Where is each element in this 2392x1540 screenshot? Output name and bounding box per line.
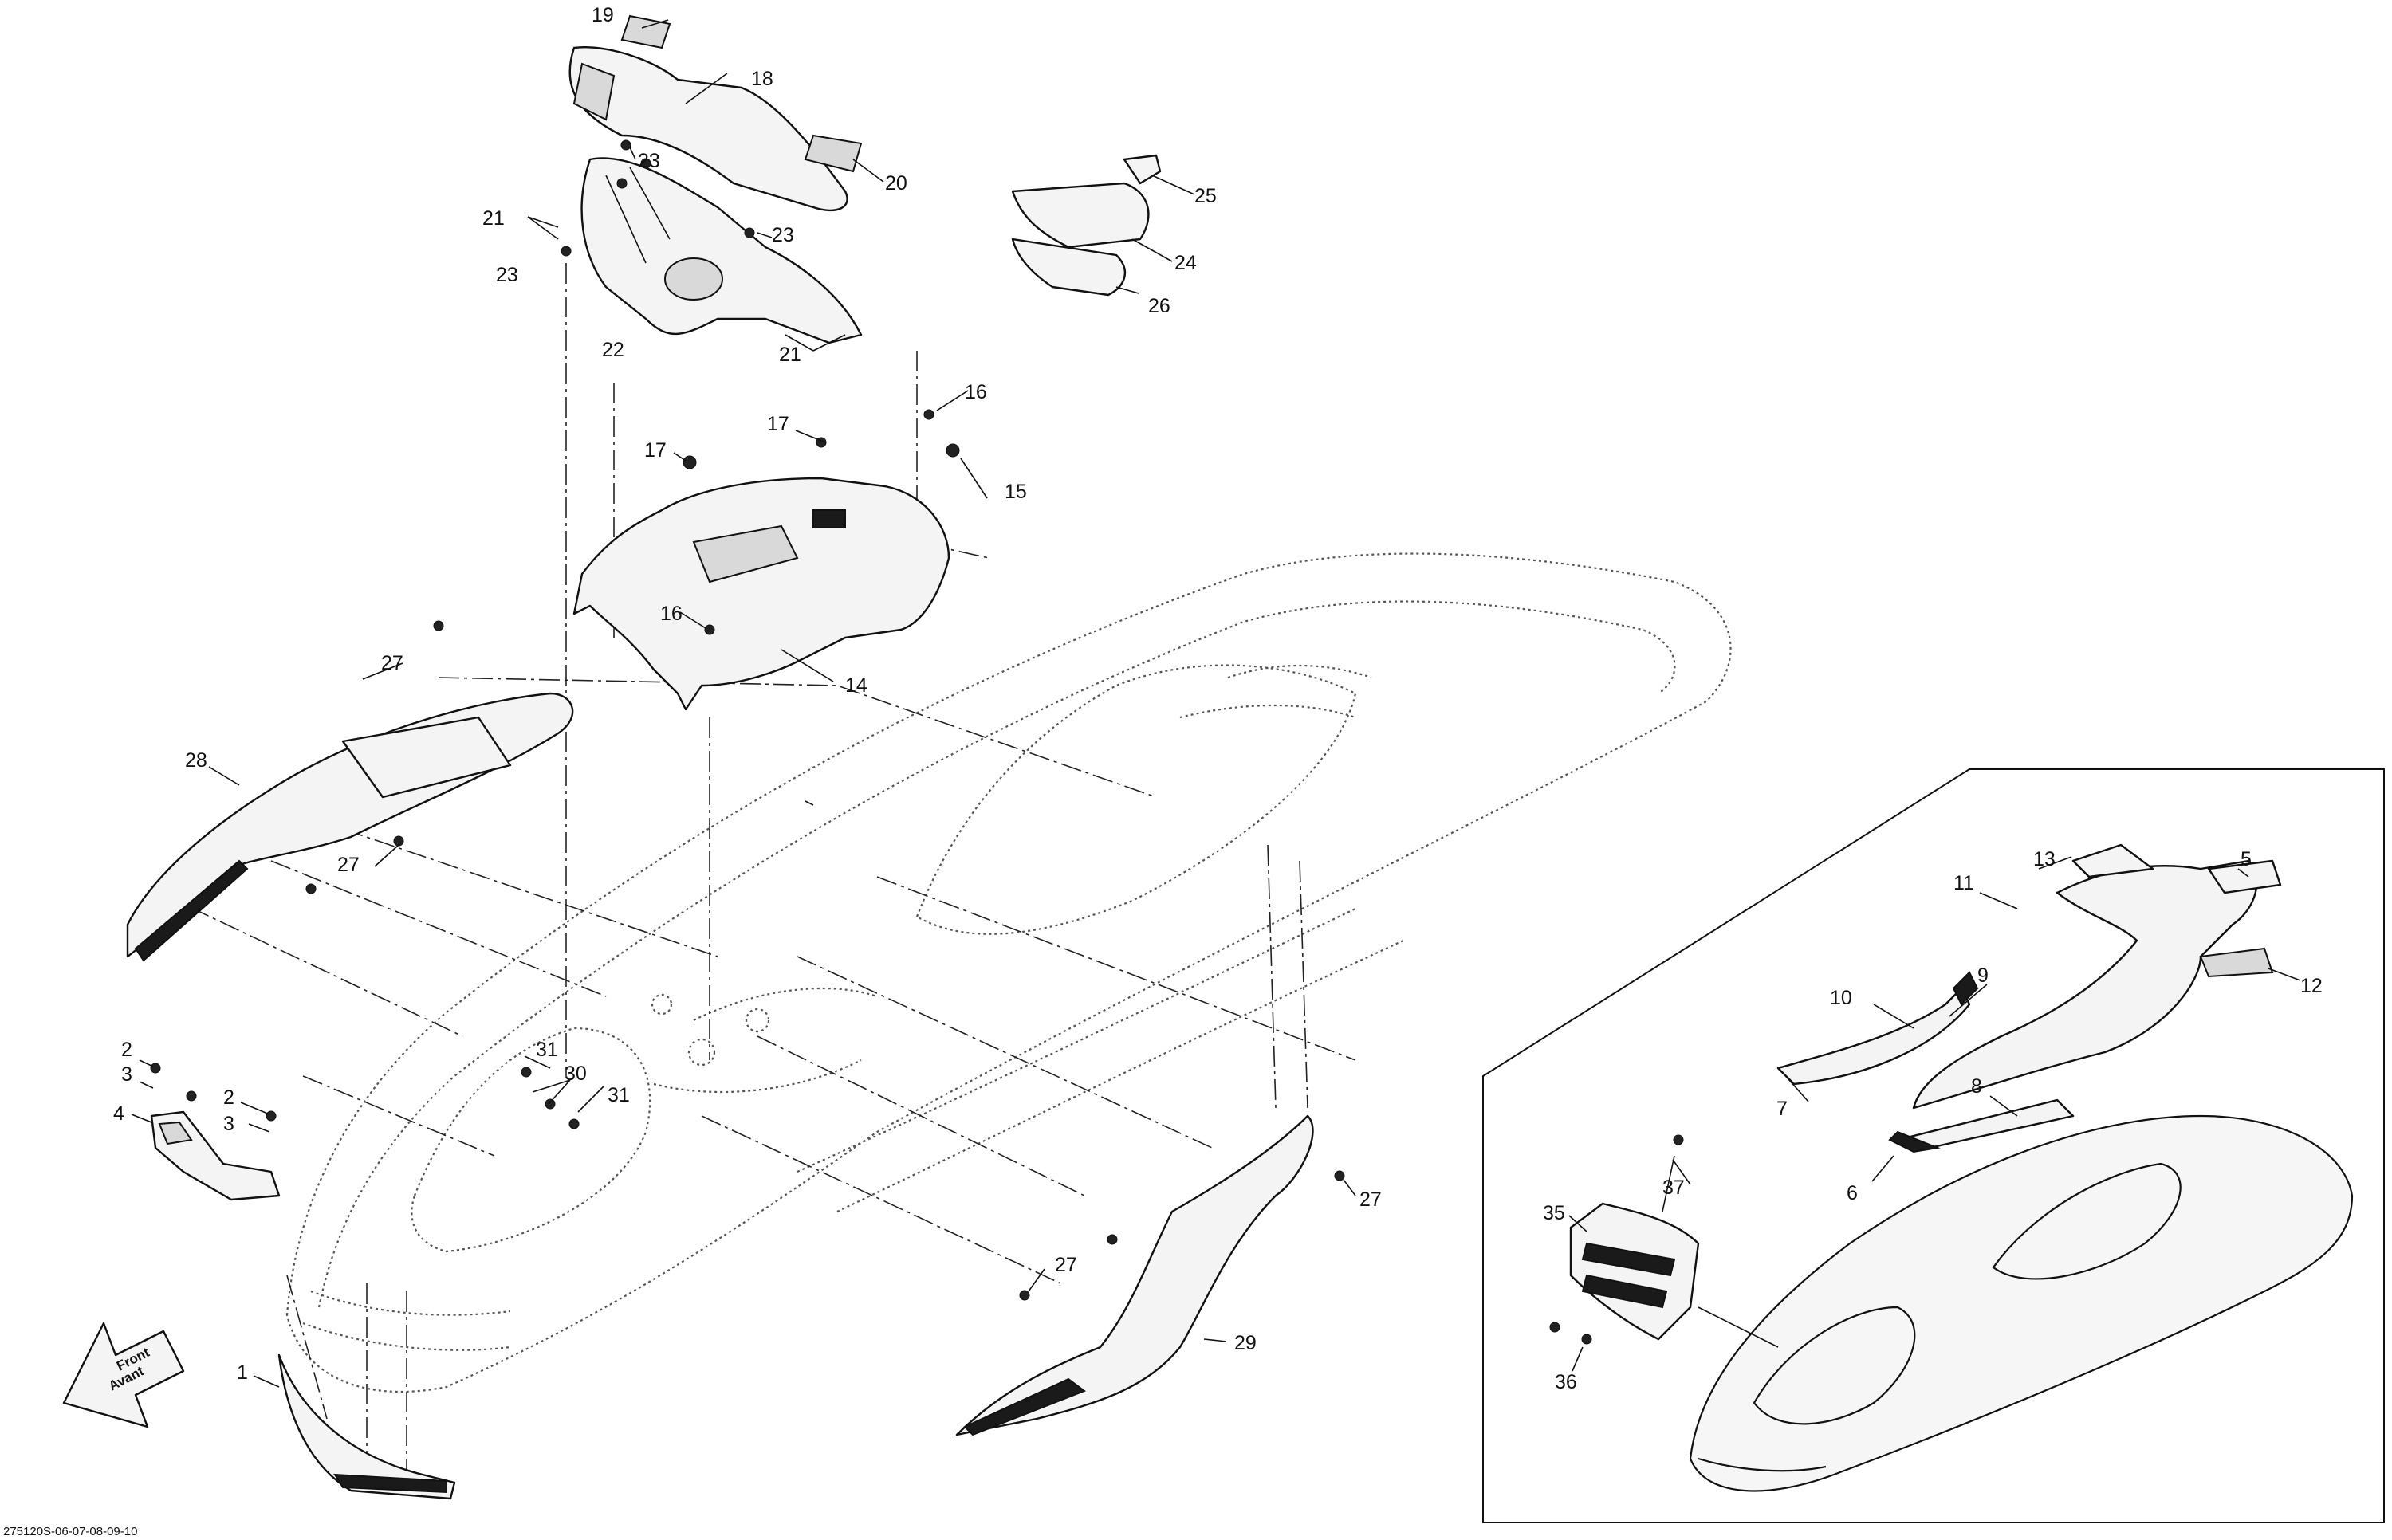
callout-17a: 17 xyxy=(767,413,789,435)
callout-3b: 3 xyxy=(223,1113,234,1135)
callout-2b: 2 xyxy=(223,1086,234,1109)
front-direction-arrow: Front Avant xyxy=(62,1322,185,1428)
callout-22: 22 xyxy=(602,339,624,361)
callout-2a: 2 xyxy=(121,1039,132,1061)
callout-labels: 19 18 20 23 21 23 23 22 21 25 24 26 16 1… xyxy=(113,4,2323,1393)
callout-19: 19 xyxy=(592,4,614,26)
callout-5: 5 xyxy=(2241,848,2252,870)
callout-16a: 16 xyxy=(965,381,987,403)
callout-15: 15 xyxy=(1005,481,1027,503)
callout-17b: 17 xyxy=(644,439,667,462)
callout-29: 29 xyxy=(1234,1332,1257,1354)
callout-30: 30 xyxy=(565,1063,587,1085)
callout-31b: 31 xyxy=(608,1084,630,1106)
callout-18: 18 xyxy=(751,68,773,90)
callout-35: 35 xyxy=(1543,1202,1565,1224)
callout-11: 11 xyxy=(1953,872,1974,894)
callout-6: 6 xyxy=(1847,1182,1858,1204)
upper-console-assembly xyxy=(568,46,863,344)
assembly-lines xyxy=(159,263,1356,1491)
front-bumper-1 xyxy=(277,1353,456,1500)
leader-lines xyxy=(131,19,2301,1388)
callout-21a: 21 xyxy=(482,207,505,230)
bracket-4 xyxy=(150,1110,281,1201)
trim-piece-19 xyxy=(620,14,671,49)
callout-10: 10 xyxy=(1830,987,1852,1009)
callout-21b: 21 xyxy=(779,344,801,366)
callout-24: 24 xyxy=(1174,252,1197,274)
callout-7: 7 xyxy=(1776,1098,1788,1120)
callout-31a: 31 xyxy=(536,1039,558,1061)
callout-23a: 23 xyxy=(638,150,660,172)
callout-14: 14 xyxy=(845,674,867,697)
callout-9: 9 xyxy=(1977,964,1989,987)
trim-piece-20 xyxy=(804,134,863,173)
callout-3a: 3 xyxy=(121,1063,132,1086)
drawing-reference-code: 275120S-06-07-08-09-10 xyxy=(3,1525,137,1538)
side-panel-29 xyxy=(955,1114,1314,1436)
callout-27b: 27 xyxy=(337,854,360,876)
callout-4: 4 xyxy=(113,1102,124,1125)
center-console-14 xyxy=(572,477,950,711)
callout-16b: 16 xyxy=(660,603,683,625)
callout-27c: 27 xyxy=(1359,1188,1382,1211)
callout-8: 8 xyxy=(1971,1075,1982,1098)
callout-28: 28 xyxy=(185,749,207,772)
side-panel-28 xyxy=(126,692,574,962)
callout-27a: 27 xyxy=(381,652,403,674)
callout-26: 26 xyxy=(1148,295,1170,317)
glovebox-lid-24-26 xyxy=(1011,154,1162,297)
callout-23c: 23 xyxy=(496,264,518,286)
main-hull-outline xyxy=(285,552,1732,1393)
callout-1: 1 xyxy=(237,1361,248,1384)
callout-27d: 27 xyxy=(1055,1254,1077,1276)
callout-23b: 23 xyxy=(772,224,794,246)
decal-inset xyxy=(1482,768,2385,1523)
callout-13: 13 xyxy=(2033,848,2056,870)
fasteners xyxy=(150,139,1345,1301)
callout-36: 36 xyxy=(1555,1371,1577,1393)
callout-25: 25 xyxy=(1194,185,1217,207)
callout-20: 20 xyxy=(885,172,907,194)
callout-37: 37 xyxy=(1662,1177,1685,1199)
callout-12: 12 xyxy=(2300,975,2323,997)
